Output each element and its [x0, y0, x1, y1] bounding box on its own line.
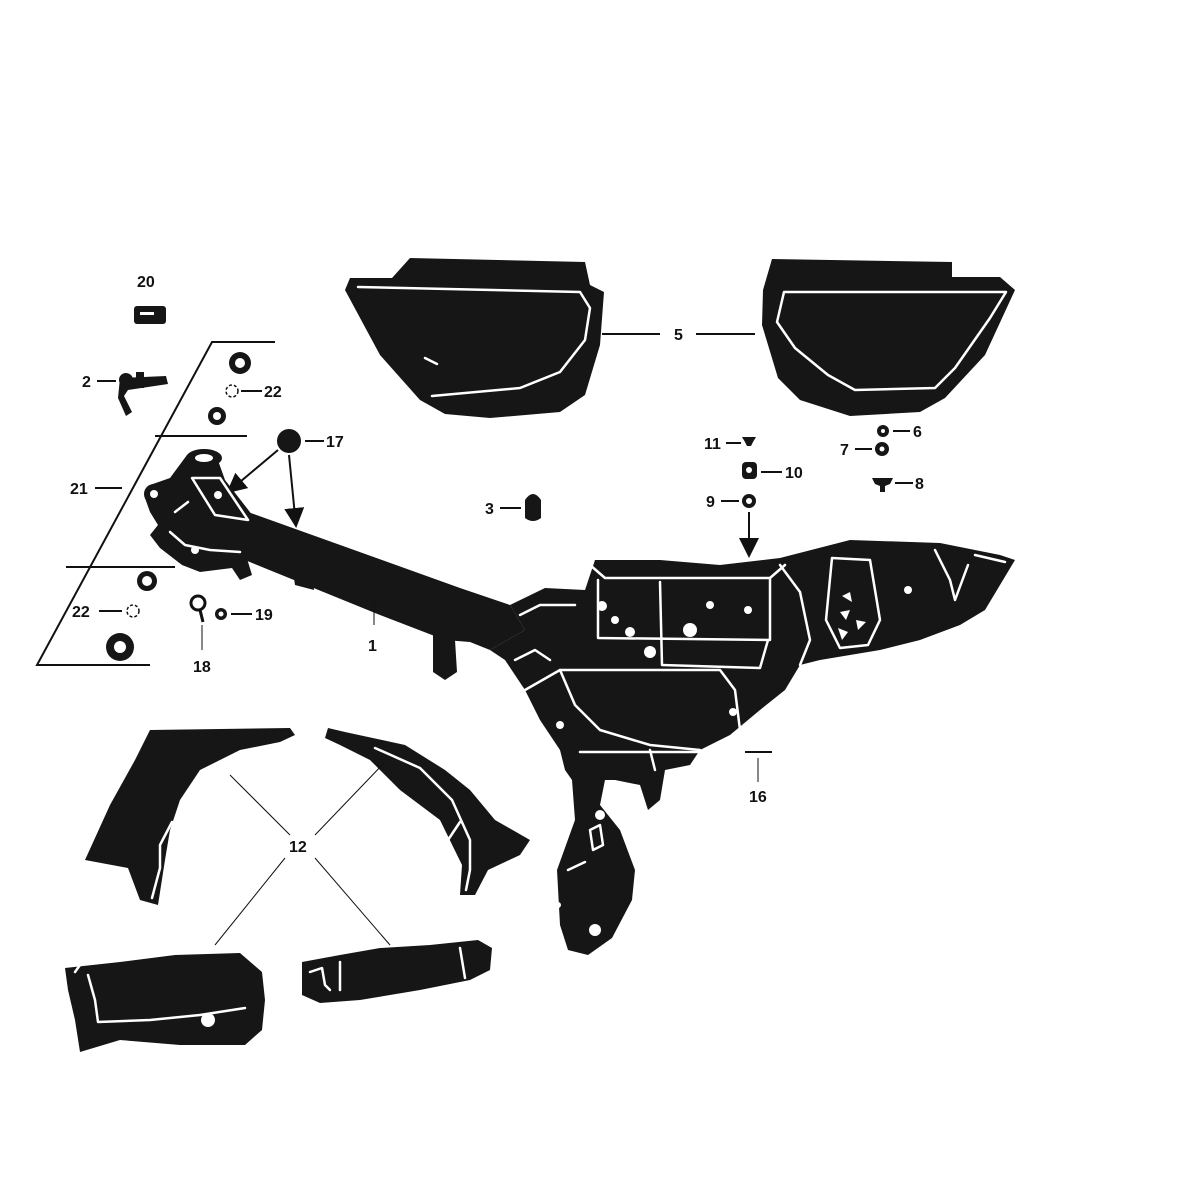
- label-10: 10: [785, 465, 803, 482]
- part-1-frame: [144, 449, 1015, 955]
- part-10-grommet: 10: [742, 462, 803, 482]
- part-3-cap: 3: [485, 494, 541, 521]
- callout-1: 1: [368, 600, 377, 655]
- part-12-panel-lower-right: [302, 940, 492, 1003]
- grommet-lower: [106, 633, 134, 661]
- label-1: 1: [368, 638, 377, 655]
- label-18: 18: [193, 659, 211, 676]
- part-22-upper: 22: [225, 384, 282, 401]
- label-22-lower: 22: [72, 604, 90, 621]
- label-16: 16: [749, 789, 767, 806]
- label-11: 11: [704, 436, 721, 453]
- callout-5: 5: [602, 327, 755, 344]
- washer-lower: [137, 571, 157, 591]
- part-11-screw: 11: [704, 436, 756, 453]
- part-19-nut: 19: [215, 607, 273, 624]
- label-22-upper: 22: [264, 384, 282, 401]
- part-2-lock-with-key: 2: [82, 372, 168, 416]
- part-16-pin: 16: [745, 751, 772, 806]
- callout-12: 12: [214, 761, 391, 946]
- label-6: 6: [913, 424, 922, 441]
- part-18-eye-bolt: 18: [189, 594, 211, 676]
- side-cover-left: [345, 258, 604, 418]
- part-6-washer: 6: [877, 424, 922, 441]
- label-7: 7: [840, 442, 849, 459]
- label-12: 12: [289, 839, 307, 856]
- part-22-lower: 22: [72, 604, 140, 621]
- part-12-panel-upper-left: [85, 728, 295, 905]
- part-8-thumb-screw: 8: [872, 476, 924, 493]
- grommet-upper: [229, 352, 251, 374]
- label-21: 21: [70, 481, 88, 498]
- part-20-clip: 20: [134, 274, 166, 324]
- part-12-panel-lower-left: [65, 953, 265, 1052]
- side-cover-right: [762, 259, 1015, 416]
- part-7-nut: 7: [840, 442, 889, 459]
- label-9: 9: [706, 494, 715, 511]
- group-21-bracket: 21: [35, 341, 275, 666]
- label-5: 5: [674, 327, 683, 344]
- part-17-plug: 17: [226, 429, 344, 528]
- label-8: 8: [915, 476, 924, 493]
- washer-upper: [208, 407, 226, 425]
- part-12-panel-upper-right: [325, 728, 530, 895]
- part-9-washer: 9: [706, 494, 756, 511]
- label-19: 19: [255, 607, 273, 624]
- label-2: 2: [82, 374, 91, 391]
- label-20: 20: [137, 274, 155, 291]
- label-17: 17: [326, 434, 344, 451]
- label-3: 3: [485, 501, 494, 518]
